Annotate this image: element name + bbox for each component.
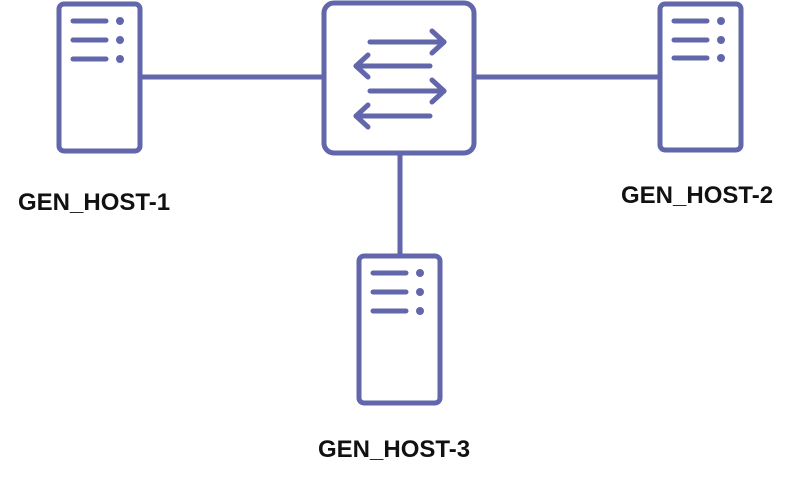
server-icon-host-1[interactable] bbox=[56, 1, 143, 154]
host-label-3: GEN_HOST-3 bbox=[318, 436, 471, 463]
host-label-2: GEN_HOST-2 bbox=[621, 182, 774, 209]
network-switch-icon[interactable] bbox=[321, 0, 477, 156]
server-icon-host-2[interactable] bbox=[657, 1, 744, 153]
server-icon-host-3[interactable] bbox=[356, 253, 443, 406]
host-label-1: GEN_HOST-1 bbox=[18, 189, 171, 216]
